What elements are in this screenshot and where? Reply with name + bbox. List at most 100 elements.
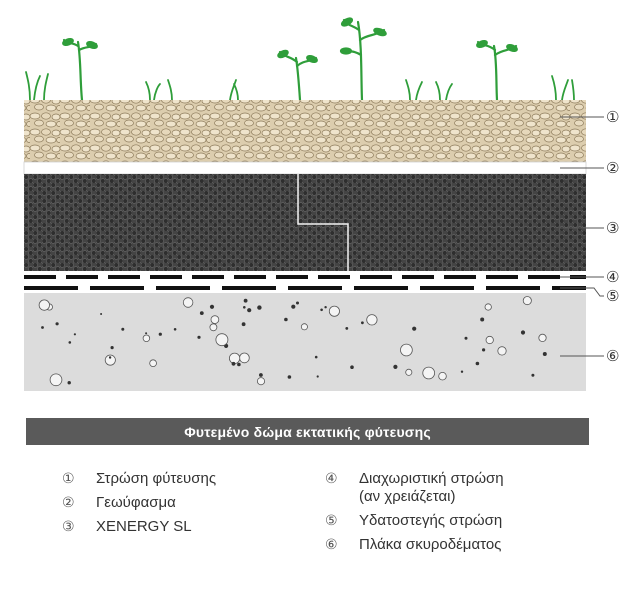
roof-section-diagram: ① ② ③ ④ ⑤ ⑥ bbox=[23, 17, 619, 391]
aggregate-stone bbox=[257, 305, 262, 310]
legend-item: ⑥ Πλάκα σκυροδέματος bbox=[325, 536, 504, 554]
aggregate-stone bbox=[475, 361, 480, 366]
plant bbox=[339, 17, 387, 102]
plant bbox=[476, 39, 518, 102]
aggregate-stone bbox=[464, 336, 468, 340]
aggregate-stone bbox=[538, 333, 547, 342]
legend-item: ⑤ Υδατοστεγής στρώση bbox=[325, 512, 504, 530]
aggregate-stone bbox=[405, 368, 413, 376]
aggregate-stone bbox=[361, 321, 364, 325]
board-joint bbox=[297, 174, 349, 271]
aggregate-stone bbox=[291, 304, 296, 309]
aggregate-stone bbox=[142, 334, 151, 342]
aggregate-stone bbox=[438, 372, 447, 381]
layer-geotextile bbox=[23, 161, 587, 175]
aggregate-stone bbox=[520, 330, 526, 335]
callout-lines bbox=[560, 116, 604, 357]
aggregate-stone bbox=[209, 323, 218, 332]
aggregate-stone bbox=[460, 370, 464, 373]
legend-left: ① Στρώση φύτευσης ② Γεωύφασμα ③ XENERGY … bbox=[62, 470, 216, 542]
aggregate-stone bbox=[49, 373, 63, 387]
legend-number: ⑥ bbox=[325, 537, 338, 553]
aggregate-stone bbox=[121, 327, 125, 331]
aggregate-stone bbox=[531, 373, 535, 377]
callout-5: ⑤ bbox=[606, 287, 619, 305]
aggregate-stone bbox=[284, 317, 288, 322]
aggregate-stone bbox=[300, 323, 308, 331]
aggregate-stone bbox=[243, 298, 248, 303]
aggregate-stone bbox=[287, 375, 292, 379]
layer-concrete-slab bbox=[24, 293, 586, 391]
grass bbox=[25, 71, 575, 101]
aggregate-stone bbox=[229, 352, 241, 364]
aggregate-stone bbox=[199, 311, 204, 315]
aggregate-stone bbox=[173, 328, 177, 331]
aggregate-stone bbox=[55, 322, 59, 326]
aggregate-stone bbox=[522, 296, 532, 306]
aggregate-stone bbox=[316, 375, 319, 378]
plant bbox=[277, 49, 318, 102]
legend-label: XENERGY SL bbox=[96, 518, 192, 535]
aggregate-stone bbox=[484, 303, 492, 311]
aggregate-stone bbox=[158, 332, 162, 336]
diagram-caption: Φυτεμένο δώμα εκτατικής φύτευσης bbox=[26, 418, 589, 445]
aggregate-stone bbox=[296, 301, 299, 305]
aggregate-stone bbox=[215, 333, 229, 347]
aggregate-stone bbox=[104, 354, 116, 366]
legend-label-line1: Διαχωριστική στρώση bbox=[359, 470, 504, 487]
legend-label: Στρώση φύτευσης bbox=[96, 470, 217, 487]
callout-numbers: ① ② ③ ④ ⑤ ⑥ bbox=[606, 108, 619, 365]
aggregate-stone bbox=[366, 314, 378, 326]
aggregate-stone bbox=[542, 352, 547, 356]
aggregate-stone bbox=[73, 333, 76, 336]
aggregate-stone bbox=[247, 308, 252, 313]
aggregate-stone bbox=[237, 362, 241, 367]
layer-growing-medium bbox=[24, 100, 586, 162]
legend-label: Υδατοστεγής στρώση bbox=[359, 512, 503, 529]
layer-insulation-board bbox=[24, 174, 586, 271]
aggregate-stone bbox=[209, 304, 215, 309]
aggregate-stone bbox=[400, 343, 413, 357]
aggregate-stone bbox=[145, 332, 148, 335]
aggregate-stone bbox=[314, 355, 318, 359]
callout-2: ② bbox=[606, 159, 619, 177]
legend-label-line2: (αν χρειάζεται) bbox=[359, 488, 456, 505]
legend-number: ② bbox=[62, 495, 75, 511]
callout-1: ① bbox=[606, 108, 619, 126]
aggregate-stone bbox=[239, 352, 250, 364]
legend-label: Γεωύφασμα bbox=[96, 494, 176, 511]
concrete-aggregate bbox=[38, 296, 547, 387]
aggregate-stone bbox=[108, 356, 112, 359]
aggregate-stone bbox=[350, 365, 354, 370]
legend-number: ③ bbox=[62, 519, 75, 535]
aggregate-stone bbox=[243, 306, 246, 309]
legend-item: ② Γεωύφασμα bbox=[62, 494, 216, 512]
aggregate-stone bbox=[110, 346, 114, 350]
aggregate-stone bbox=[482, 348, 486, 352]
plants bbox=[25, 17, 575, 102]
aggregate-stone bbox=[67, 381, 71, 385]
aggregate-stone bbox=[328, 305, 340, 317]
aggregate-stone bbox=[324, 306, 327, 309]
legend-item: ③ XENERGY SL bbox=[62, 518, 216, 536]
aggregate-stone bbox=[393, 364, 398, 369]
aggregate-stone bbox=[412, 326, 417, 331]
aggregate-stone bbox=[497, 346, 507, 356]
aggregate-stone bbox=[320, 308, 323, 312]
aggregate-stone bbox=[41, 326, 44, 329]
aggregate-stone bbox=[100, 313, 103, 315]
aggregate-stone bbox=[182, 297, 194, 308]
aggregate-stone bbox=[149, 359, 157, 368]
aggregate-stone bbox=[68, 341, 72, 344]
aggregate-stone bbox=[210, 315, 220, 324]
legend-label: Διαχωριστική στρώση (αν χρειάζεται) bbox=[359, 470, 504, 506]
aggregate-stone bbox=[259, 373, 263, 377]
legend-item: ④ Διαχωριστική στρώση (αν χρειάζεται) bbox=[325, 470, 504, 506]
aggregate-stone bbox=[241, 322, 246, 327]
aggregate-stone bbox=[485, 335, 494, 345]
callout-3: ③ bbox=[606, 219, 619, 237]
aggregate-stone bbox=[38, 299, 50, 311]
plant bbox=[62, 37, 98, 102]
aggregate-stone bbox=[197, 335, 201, 339]
legend-right: ④ Διαχωριστική στρώση (αν χρειάζεται) ⑤ … bbox=[325, 470, 504, 560]
